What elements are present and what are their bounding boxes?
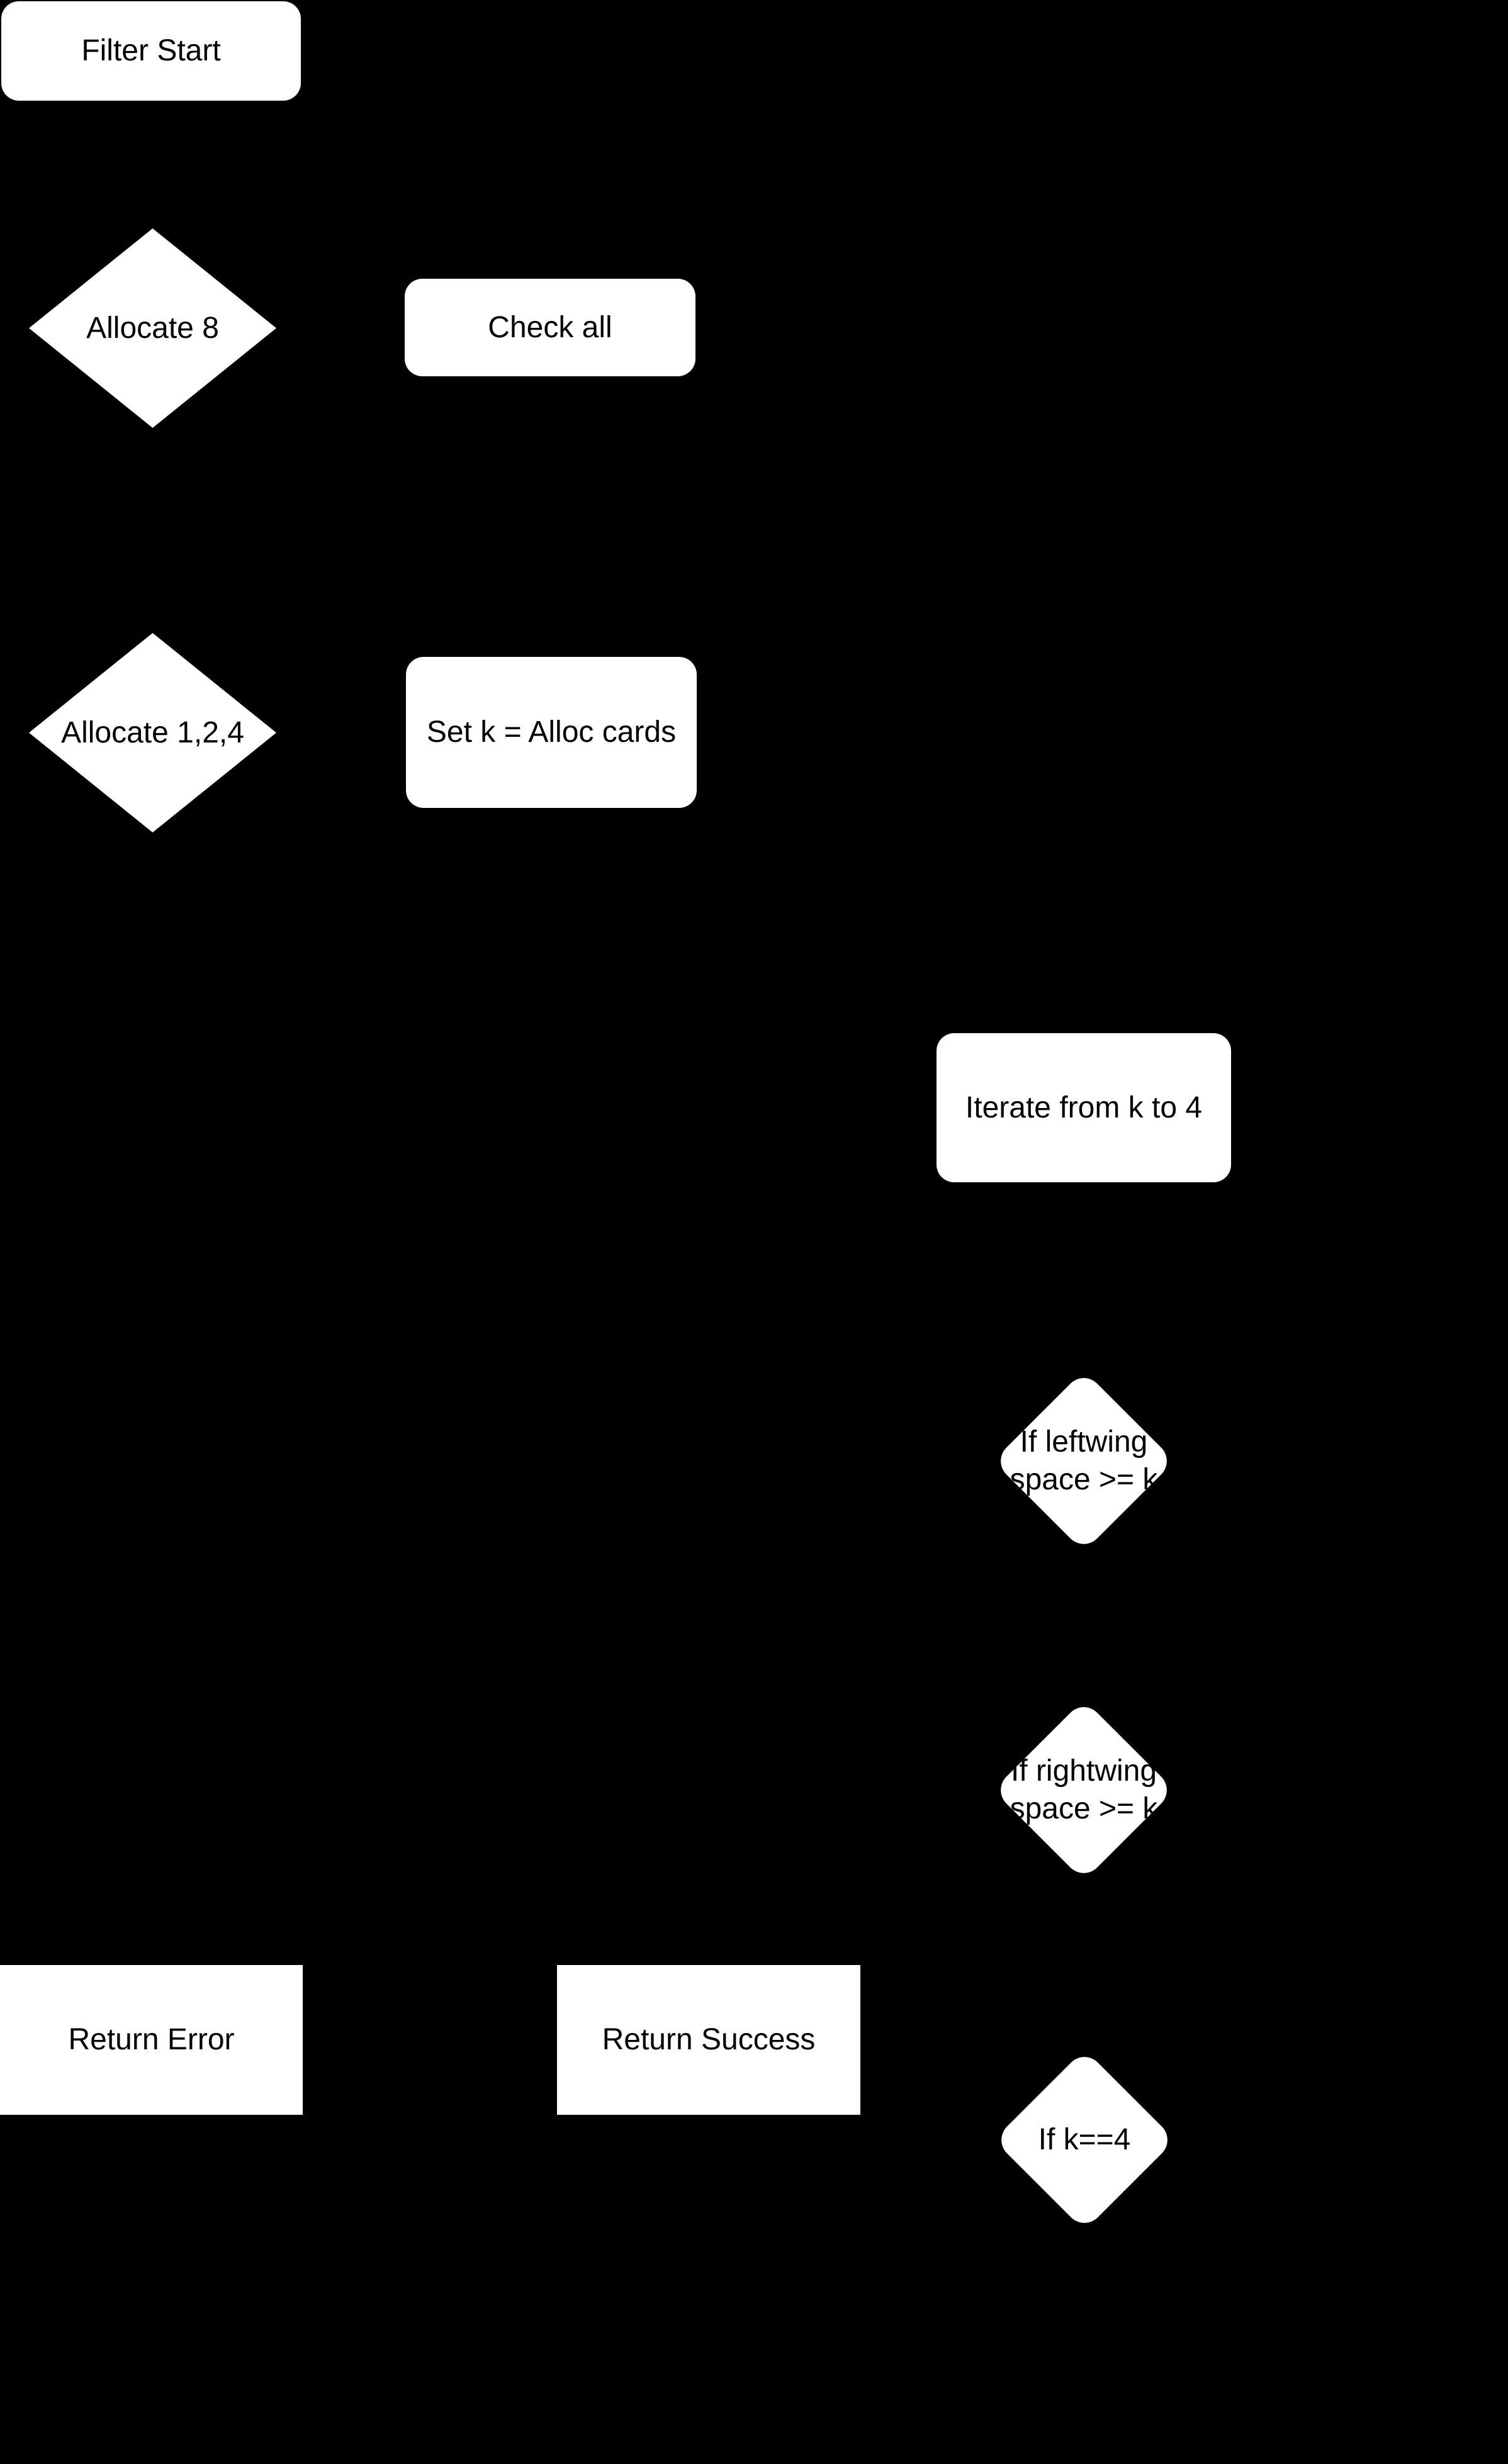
allocate-1-2-4-label: Allocate 1,2,4 — [61, 715, 244, 749]
return-error-shape — [0, 1965, 303, 2115]
set-k-alloc-cards-shape — [406, 657, 697, 808]
node-set-k-alloc-cards: Set k = Alloc cards — [406, 657, 697, 808]
filter-start-shape — [1, 1, 301, 101]
node-return-success: Return Success — [557, 1965, 860, 2115]
return-error-label: Return Error — [68, 2023, 235, 2056]
set-k-alloc-cards-label: Set k = Alloc cards — [426, 715, 677, 749]
iterate-from-k-to-4-label: Iterate from k to 4 — [965, 1090, 1203, 1124]
node-filter-start: Filter Start — [1, 1, 301, 101]
node-allocate-8: Allocate 8 — [29, 228, 276, 428]
node-iterate-from-k-to-4: Iterate from k to 4 — [937, 1033, 1231, 1182]
check-all-shape — [405, 279, 695, 376]
node-allocate-1-2-4: Allocate 1,2,4 — [29, 633, 276, 832]
check-all-label: Check all — [488, 310, 612, 344]
node-check-all: Check all — [405, 279, 695, 376]
node-if-leftwing-space: If leftwing space >= k — [993, 1370, 1175, 1552]
if-k-equals-4-label: If k==4 — [1038, 2123, 1131, 2156]
return-success-label: Return Success — [602, 2023, 816, 2056]
if-leftwing-space-label: If leftwing space >= k — [1010, 1425, 1158, 1496]
iterate-from-k-to-4-shape — [937, 1033, 1231, 1182]
node-return-error: Return Error — [0, 1965, 303, 2115]
allocate-8-label: Allocate 8 — [86, 311, 219, 345]
return-success-shape — [557, 1965, 860, 2115]
if-rightwing-space-label: If rightwing space >= k — [1010, 1754, 1158, 1825]
node-if-k-equals-4: If k==4 — [993, 2049, 1176, 2231]
filter-start-label: Filter Start — [81, 34, 221, 67]
node-if-rightwing-space: If rightwing space >= k — [993, 1699, 1175, 1881]
